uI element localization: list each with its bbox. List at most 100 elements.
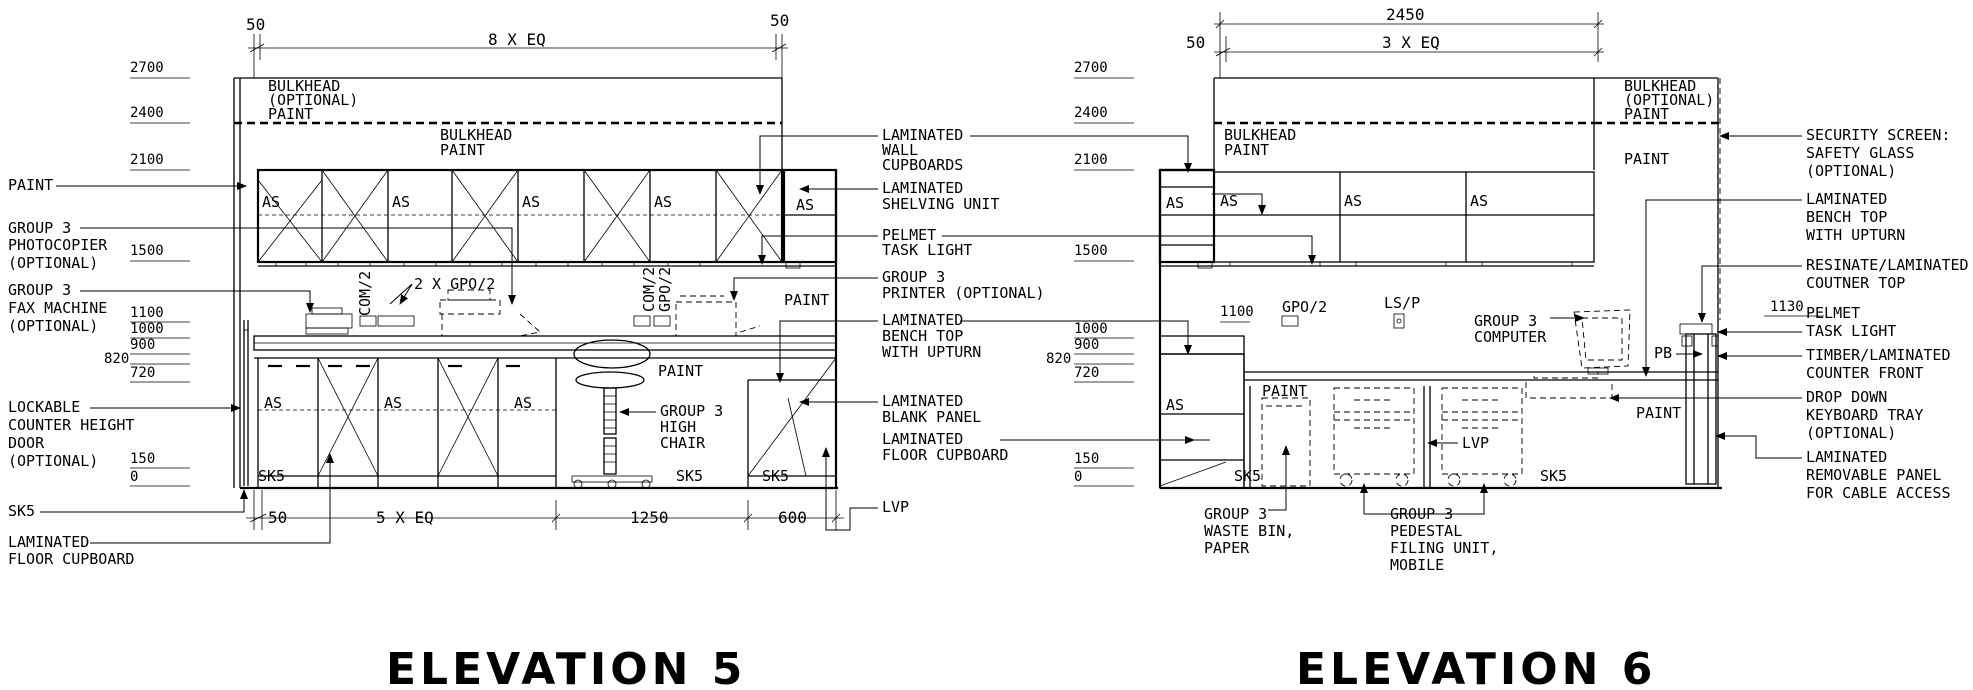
e6-security-1: SECURITY SCREEN: xyxy=(1806,126,1951,144)
mid-wall-cupboards-3: CUPBOARDS xyxy=(882,156,963,174)
e6-pedestal-3: FILING UNIT, xyxy=(1390,539,1498,557)
e5-dim-600: 600 xyxy=(778,508,807,527)
e6-paint-low: PAINT xyxy=(1636,404,1681,422)
e6-gpo-label: GPO/2 xyxy=(1282,298,1327,316)
e6-keyboard-2: KEYBOARD TRAY xyxy=(1806,406,1923,424)
e6-top-dimension: 2450 50 3 X EQ xyxy=(1186,5,1604,78)
e6-sk5-2: SK5 xyxy=(1540,467,1567,485)
e6-counter-top-2: COUTNER TOP xyxy=(1806,274,1905,292)
e6-pb-label: PB xyxy=(1654,344,1672,362)
e6-level-2400: 2400 xyxy=(1074,105,1108,121)
mid-blank-panel-1: LAMINATED xyxy=(882,392,963,410)
e5-paint-label: PAINT xyxy=(8,176,53,194)
e5-paint-under: PAINT xyxy=(658,362,703,380)
mid-bench-3: WITH UPTURN xyxy=(882,343,981,361)
mid-pelmet-1: PELMET xyxy=(882,226,936,244)
middle-labels: LAMINATED WALL CUPBOARDS LAMINATED SHELV… xyxy=(730,126,1316,531)
e6-bottom-labels: GROUP 3 WASTE BIN, PAPER GROUP 3 PEDESTA… xyxy=(1204,445,1498,574)
e5-level-1500: 1500 xyxy=(130,243,164,259)
mid-shelving-2: SHELVING UNIT xyxy=(882,195,999,213)
mid-floor-cupboard-1: LAMINATED xyxy=(882,430,963,448)
e5-com-outlet-left: COM/2 xyxy=(356,271,374,316)
mid-floor-cupboard-2: FLOOR CUPBOARD xyxy=(882,446,1008,464)
e6-paint-pedestal: PAINT xyxy=(1262,382,1307,400)
e5-sk5-3: SK5 xyxy=(762,467,789,485)
e6-inner-labels: BULKHEAD PAINT BULKHEAD (OPTIONAL) PAINT… xyxy=(1166,77,1714,485)
e6-as-2: AS xyxy=(1220,192,1238,210)
e6-level-1100: 1100 xyxy=(1220,304,1254,320)
e6-level-2700: 2700 xyxy=(1074,60,1108,76)
e5-fax-3: (OPTIONAL) xyxy=(8,317,98,335)
e5-bulkhead-1: BULKHEAD xyxy=(440,126,512,144)
e5-wall-cupboards xyxy=(256,168,838,269)
e5-photocopier-2: PHOTOCOPIER xyxy=(8,236,108,254)
e5-top-dimension: 50 8 X EQ 50 xyxy=(246,11,789,78)
e5-equipment: COM/2 COM/2 GPO/2 2 X GPO/2 xyxy=(305,267,761,337)
e5-as-3: AS xyxy=(522,193,540,211)
e6-waste-bin-3: PAPER xyxy=(1204,539,1250,557)
mid-shelving-1: LAMINATED xyxy=(882,179,963,197)
e5-dim-left-50: 50 xyxy=(246,15,265,34)
e6-bench-3: WITH UPTURN xyxy=(1806,226,1905,244)
e5-sk5-label: SK5 xyxy=(8,502,35,520)
e5-bulkhead-opt-1: BULKHEAD xyxy=(268,77,340,95)
e5-photocopier-3: (OPTIONAL) xyxy=(8,254,98,272)
e6-computer xyxy=(1533,309,1631,379)
e6-dim-3xeq: 3 X EQ xyxy=(1382,33,1440,52)
e5-bench-and-base xyxy=(243,170,838,488)
e5-com-outlet-right: COM/2 xyxy=(640,267,658,312)
e6-as-4: AS xyxy=(1470,192,1488,210)
e6-pedestal-4: MOBILE xyxy=(1390,556,1444,574)
e5-level-2700: 2700 xyxy=(130,60,164,76)
e5-dim-1250: 1250 xyxy=(630,508,669,527)
e6-bulkhead-opt-2: (OPTIONAL) xyxy=(1624,91,1714,109)
e5-dim-bottom-50: 50 xyxy=(268,508,287,527)
e6-bulkhead-opt-1: BULKHEAD xyxy=(1624,77,1696,95)
e5-level-1000: 1000 xyxy=(130,321,164,337)
e5-door-1: LOCKABLE xyxy=(8,398,80,416)
elevation-5-title: ELEVATION 5 xyxy=(386,644,746,690)
e6-computer-2: COMPUTER xyxy=(1474,328,1547,346)
e6-as-1: AS xyxy=(1166,194,1184,212)
e6-level-2100: 2100 xyxy=(1074,152,1108,168)
e5-as-2: AS xyxy=(392,193,410,211)
elevation-6-title: ELEVATION 6 xyxy=(1296,644,1656,690)
e6-pedestal-2: PEDESTAL xyxy=(1390,522,1462,540)
e6-as-3: AS xyxy=(1344,192,1362,210)
e5-level-820: 820 xyxy=(104,351,129,367)
e5-level-markers: 2700 2400 2100 1500 1100 1000 900 820 72… xyxy=(104,60,190,487)
e5-left-labels: PAINT GROUP 3 PHOTOCOPIER (OPTIONAL) GRO… xyxy=(8,176,516,568)
mid-bench-2: BENCH TOP xyxy=(882,327,963,345)
e6-level-0: 0 xyxy=(1074,469,1082,485)
e6-removable-3: FOR CABLE ACCESS xyxy=(1806,484,1951,502)
e5-floor-cupboard-1: LAMINATED xyxy=(8,533,89,551)
e6-dim-left-50: 50 xyxy=(1186,33,1205,52)
e6-level-720: 720 xyxy=(1074,365,1099,381)
e5-sk5-1: SK5 xyxy=(258,467,285,485)
mid-blank-panel-2: BLANK PANEL xyxy=(882,408,981,426)
e6-level-150: 150 xyxy=(1074,451,1099,467)
e6-right-labels: SECURITY SCREEN: SAFETY GLASS (OPTIONAL)… xyxy=(1609,126,1969,502)
e6-level-markers: 2700 2400 2100 1500 1100 1000 900 820 72… xyxy=(1046,60,1824,487)
mid-pelmet-2: TASK LIGHT xyxy=(882,241,972,259)
e6-level-1000: 1000 xyxy=(1074,321,1108,337)
e5-photocopier-1: GROUP 3 xyxy=(8,219,71,237)
e6-counter-top-1: RESINATE/LAMINATED xyxy=(1806,256,1969,274)
e5-as-1: AS xyxy=(262,193,280,211)
e6-removable-2: REMOVABLE PANEL xyxy=(1806,466,1941,484)
e5-gpo-outlet-right: GPO/2 xyxy=(656,267,674,312)
e6-pedestals-bin xyxy=(1261,387,1523,487)
mid-wall-cupboards-2: WALL xyxy=(882,141,918,159)
e6-task-light: TASK LIGHT xyxy=(1806,322,1896,340)
e6-waste-bin-2: WASTE BIN, xyxy=(1204,522,1294,540)
e6-level-1130: 1130 xyxy=(1770,299,1804,315)
e5-level-150: 150 xyxy=(130,451,155,467)
e5-level-2100: 2100 xyxy=(130,152,164,168)
e5-as-5: AS xyxy=(796,196,814,214)
e5-as-4: AS xyxy=(654,193,672,211)
e5-bulkhead-2: PAINT xyxy=(440,141,485,159)
e6-security-3: (OPTIONAL) xyxy=(1806,162,1896,180)
e6-bench-counter xyxy=(1159,323,1719,489)
e6-level-1500: 1500 xyxy=(1074,243,1108,259)
